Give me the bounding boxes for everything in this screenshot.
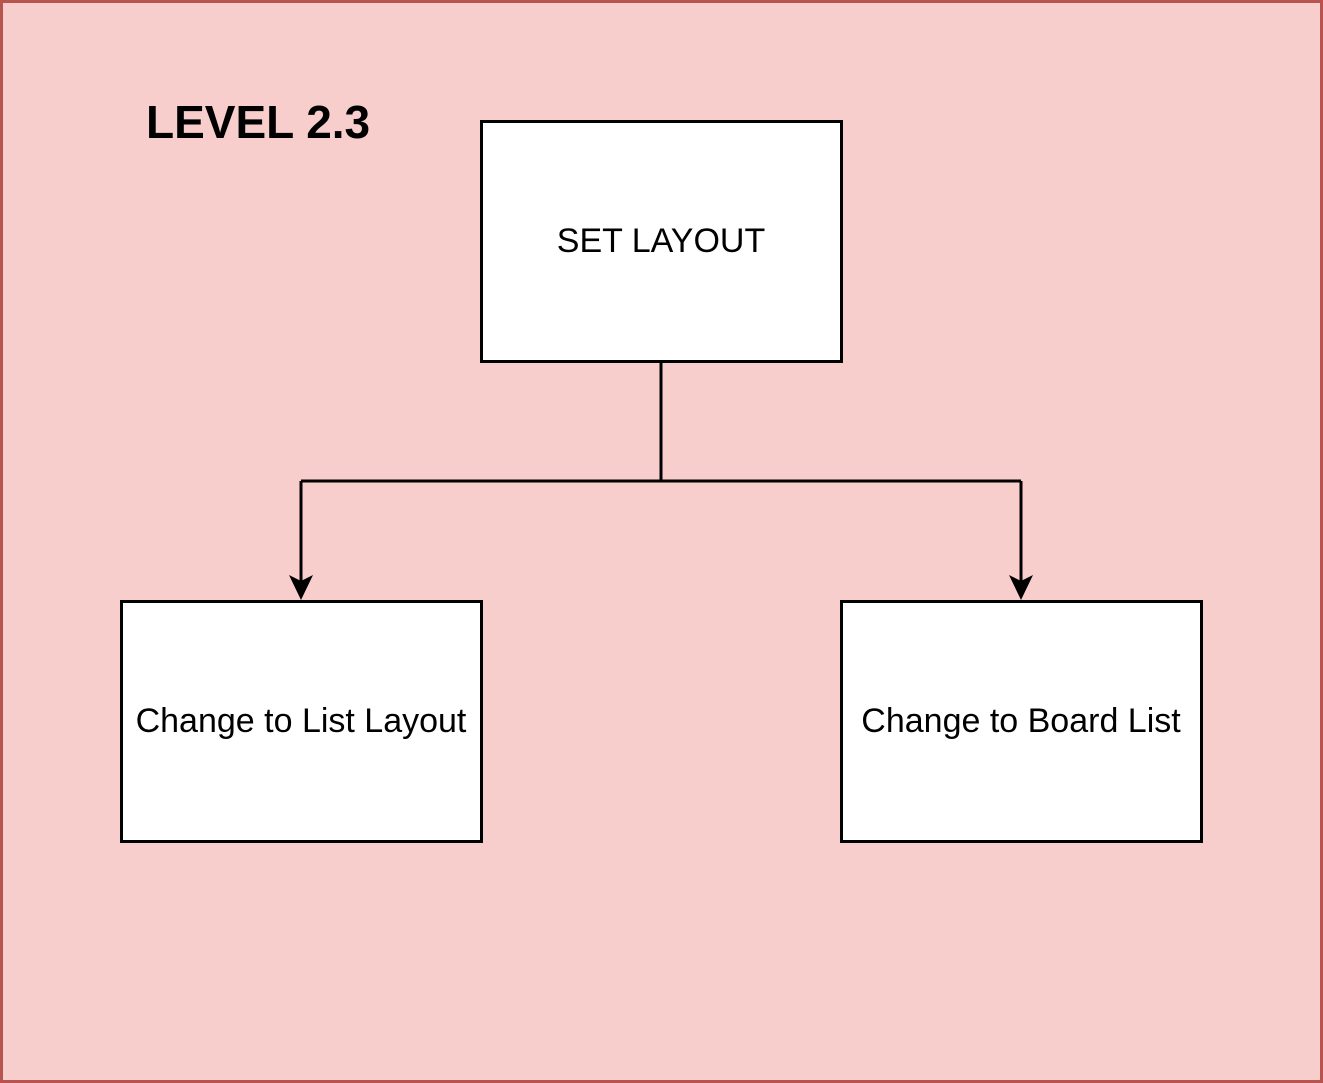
node-label: SET LAYOUT [557, 222, 765, 260]
node-label: Change to List Layout [136, 702, 467, 740]
node-change-to-list-layout: Change to List Layout [120, 600, 483, 843]
arrow-icon [1009, 575, 1033, 600]
node-label: Change to Board List [861, 702, 1181, 740]
arrow-icon [289, 575, 313, 600]
diagram-title: LEVEL 2.3 [146, 96, 370, 148]
connectors [299, 361, 1023, 584]
node-box [120, 600, 483, 843]
node-set-layout: SET LAYOUT [480, 120, 843, 363]
node-box [840, 600, 1203, 843]
node-box [480, 120, 843, 363]
node-change-to-board-list: Change to Board List [840, 600, 1203, 843]
